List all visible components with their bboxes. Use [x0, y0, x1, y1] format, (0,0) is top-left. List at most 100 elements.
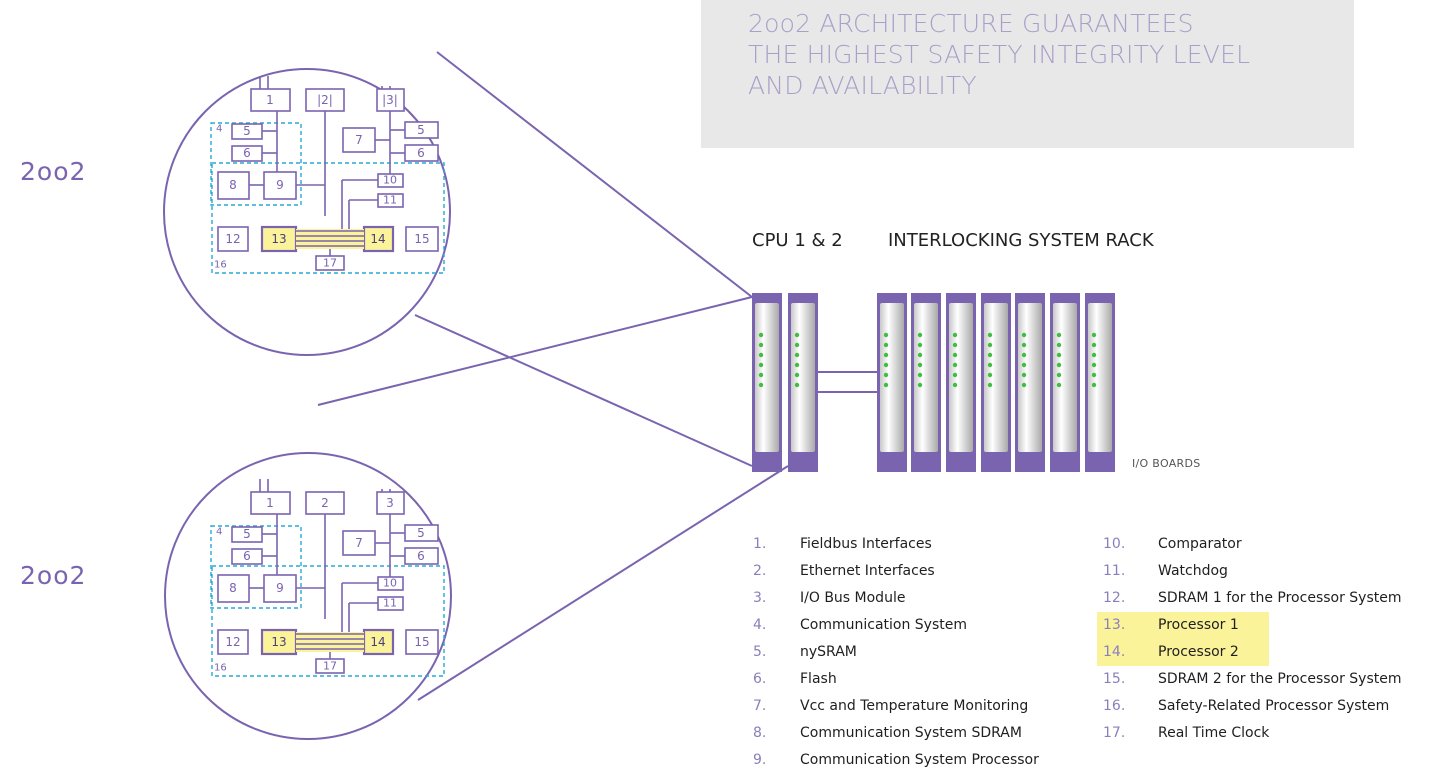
block-label: 12 [225, 232, 240, 246]
status-led [1021, 382, 1027, 388]
status-led [952, 362, 958, 368]
block-label: 13 [271, 232, 286, 246]
legend-item: 2.Ethernet Interfaces [753, 558, 1083, 585]
legend-number: 17. [1103, 725, 1126, 741]
legend-text: Safety-Related Processor System [1158, 698, 1390, 714]
legend-text: Flash [800, 671, 837, 687]
block-box [217, 574, 250, 603]
status-led [1021, 342, 1027, 348]
processor-link-band [296, 632, 364, 652]
legend-item: 17. Real Time Clock [1103, 720, 1436, 747]
architecture-label-bottom: 2oo2 [20, 561, 87, 590]
legend-item: 8. Communication System SDRAM [753, 720, 1083, 747]
processor-system-group [211, 565, 445, 677]
block-label: 1 [266, 93, 274, 107]
block-label: 7 [355, 536, 363, 550]
block-label: 16 [214, 663, 227, 674]
block-box [217, 171, 250, 200]
block-label: 5 [243, 527, 251, 541]
status-led [794, 362, 800, 368]
block-label: 9 [276, 178, 284, 192]
block-label: 10 [383, 174, 397, 187]
block-label: 5 [417, 526, 425, 540]
legend-text: Communication System Processor [800, 752, 1039, 768]
block-label: |3| [382, 93, 398, 107]
status-led [883, 352, 889, 358]
block-label: 8 [229, 178, 237, 192]
status-led [917, 352, 923, 358]
legend-number: 3. [753, 590, 767, 606]
block-label: 14 [370, 232, 385, 246]
legend-text: Vcc and Temperature Monitoring [800, 698, 1029, 714]
rack-label: INTERLOCKING SYSTEM RACK [888, 230, 1154, 251]
status-led [1021, 332, 1027, 338]
status-led [883, 362, 889, 368]
status-led [758, 332, 764, 338]
status-led [987, 342, 993, 348]
legend-text: Comparator [1158, 536, 1242, 552]
card-face [914, 303, 938, 452]
status-led [883, 372, 889, 378]
block-box [231, 548, 263, 565]
block-box [405, 629, 439, 655]
headline-line-1: 2oo2 ARCHITECTURE GUARANTEES [748, 9, 1194, 38]
legend-number: 5. [753, 644, 767, 660]
card-face [949, 303, 973, 452]
block-box [260, 628, 298, 656]
block-box [404, 121, 439, 139]
legend-number: 14. [1103, 644, 1126, 660]
headline-line-2: THE HIGHEST SAFETY INTEGRITY LEVEL [748, 40, 1251, 69]
status-led [917, 372, 923, 378]
status-led [758, 382, 764, 388]
legend-text: Communication System SDRAM [800, 725, 1022, 741]
legend-text: Watchdog [1158, 563, 1228, 579]
block-box [231, 145, 263, 162]
architecture-label-top: 2oo2 [20, 157, 87, 186]
status-led [917, 362, 923, 368]
status-led [952, 372, 958, 378]
block-label: 17 [323, 660, 337, 673]
block-label: 8 [229, 581, 237, 595]
status-led [1021, 362, 1027, 368]
communication-system-group [210, 525, 302, 609]
legend-text: Processor 2 [1158, 644, 1239, 660]
status-led [952, 352, 958, 358]
legend-item: 11.Watchdog [1103, 558, 1436, 585]
status-led [987, 372, 993, 378]
legend-number: 8. [753, 725, 767, 741]
status-led [1091, 332, 1097, 338]
legend-text: Fieldbus Interfaces [800, 536, 932, 552]
status-led [1056, 342, 1062, 348]
block-label: |2| [317, 93, 333, 107]
io-boards-label: I/O BOARDS [1132, 457, 1201, 470]
zoom-lines [317, 51, 789, 701]
status-led [1091, 352, 1097, 358]
block-label: 3 [386, 496, 394, 510]
legend-item: 1.Fieldbus Interfaces [753, 531, 1083, 558]
block-label: 10 [383, 577, 397, 590]
status-led [917, 332, 923, 338]
card-face [1088, 303, 1112, 452]
status-led [917, 342, 923, 348]
legend-number: 15. [1103, 671, 1126, 687]
block-box [217, 226, 249, 252]
status-led [1021, 352, 1027, 358]
block-label: 6 [417, 146, 425, 160]
block-label: 6 [417, 549, 425, 563]
legend-text: Real Time Clock [1158, 725, 1270, 741]
legend-item: 12.SDRAM 1 for the Processor System [1103, 585, 1436, 612]
status-led [758, 362, 764, 368]
communication-system-group [210, 122, 302, 206]
block-label: 14 [370, 635, 385, 649]
status-led [794, 342, 800, 348]
legend-number: 4. [753, 617, 767, 633]
block-box [362, 225, 395, 253]
status-led [1056, 372, 1062, 378]
legend-text: I/O Bus Module [800, 590, 906, 606]
card-face [1053, 303, 1077, 452]
status-led [952, 332, 958, 338]
status-led [987, 382, 993, 388]
block-label: 4 [216, 124, 222, 135]
processor-system-group [211, 162, 445, 274]
